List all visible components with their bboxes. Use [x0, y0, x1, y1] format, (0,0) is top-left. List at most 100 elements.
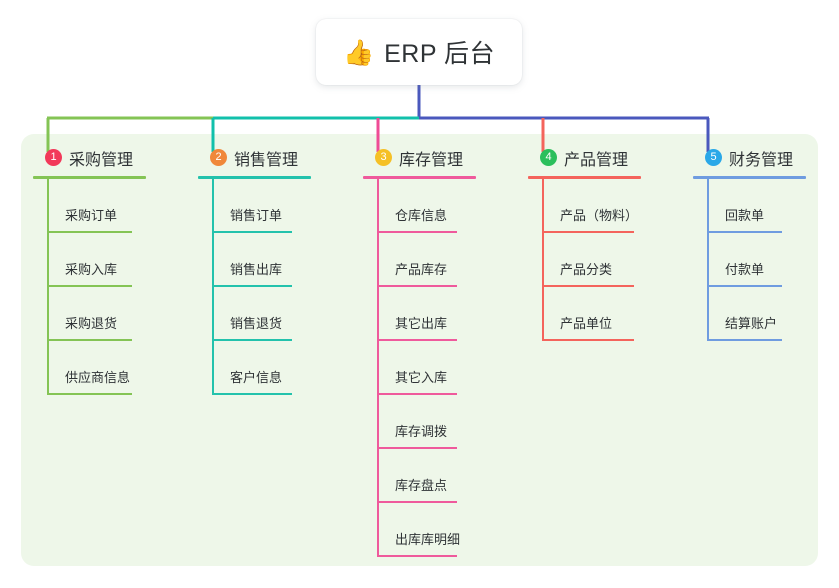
badge-number-icon: 3 [375, 149, 392, 166]
column-header-rule [363, 176, 476, 179]
badge-number-icon: 4 [540, 149, 557, 166]
menu-item-rule [212, 339, 292, 341]
menu-item-label: 其它出库 [395, 316, 448, 331]
column-inventory: 3 库存管理仓库信息产品库存其它出库其它入库库存调拨库存盘点出库库明细 [363, 145, 488, 557]
menu-item-label: 库存盘点 [395, 478, 448, 493]
menu-item-rule [542, 285, 634, 287]
menu-item-label: 回款单 [725, 208, 765, 223]
column-title: 库存管理 [399, 151, 464, 169]
menu-item[interactable]: 销售订单 [198, 179, 323, 233]
branch-spine [47, 179, 49, 395]
menu-item-label: 销售退货 [230, 316, 283, 331]
column-header-finance[interactable]: 5 财务管理 [693, 145, 818, 170]
column-items: 采购订单采购入库采购退货供应商信息 [33, 179, 163, 395]
menu-item-label: 销售出库 [230, 262, 283, 277]
thumbs-up-icon: 👍 [342, 38, 375, 67]
column-items: 回款单付款单结算账户 [693, 179, 818, 341]
branch-spine [707, 179, 709, 341]
menu-item-rule [377, 339, 457, 341]
menu-item[interactable]: 出库库明细 [363, 503, 488, 557]
menu-item-rule [377, 231, 457, 233]
menu-item-label: 结算账户 [725, 316, 778, 331]
menu-item-rule [377, 501, 457, 503]
menu-item-label: 产品库存 [395, 262, 448, 277]
menu-item-label: 产品单位 [560, 316, 613, 331]
menu-item[interactable]: 产品单位 [528, 287, 653, 341]
menu-item-label: 库存调拨 [395, 424, 448, 439]
menu-item-rule [47, 393, 132, 395]
menu-item-label: 采购订单 [65, 208, 118, 223]
badge-number-icon: 1 [45, 149, 62, 166]
branch-spine [542, 179, 544, 341]
column-header-inventory[interactable]: 3 库存管理 [363, 145, 488, 170]
menu-item[interactable]: 销售出库 [198, 233, 323, 287]
menu-item-rule [47, 231, 132, 233]
root-node-title: ERP 后台 [384, 40, 496, 68]
column-items: 产品（物料） 产品分类产品单位 [528, 179, 653, 341]
menu-item[interactable]: 采购退货 [33, 287, 163, 341]
menu-item[interactable]: 其它入库 [363, 341, 488, 395]
menu-item[interactable]: 客户信息 [198, 341, 323, 395]
column-header-rule [33, 176, 146, 179]
menu-item-rule [542, 231, 634, 233]
menu-item-label: 客户信息 [230, 370, 283, 385]
menu-item-rule [377, 285, 457, 287]
menu-item-rule [542, 339, 634, 341]
menu-item-rule [212, 393, 292, 395]
menu-item-rule [707, 339, 782, 341]
menu-item-rule [47, 285, 132, 287]
menu-item-rule [377, 555, 457, 557]
menu-item-rule [377, 393, 457, 395]
menu-item-label: 销售订单 [230, 208, 283, 223]
column-title: 销售管理 [234, 151, 299, 169]
column-title: 财务管理 [729, 151, 794, 169]
menu-item-label: 采购入库 [65, 262, 118, 277]
column-header-rule [693, 176, 806, 179]
menu-item[interactable]: 仓库信息 [363, 179, 488, 233]
badge-number-icon: 2 [210, 149, 227, 166]
menu-item-rule [707, 231, 782, 233]
menu-item[interactable]: 采购入库 [33, 233, 163, 287]
column-header-purchase[interactable]: 1 采购管理 [33, 145, 163, 170]
menu-item[interactable]: 回款单 [693, 179, 818, 233]
menu-item[interactable]: 产品分类 [528, 233, 653, 287]
menu-item-rule [707, 285, 782, 287]
column-finance: 5 财务管理回款单付款单结算账户 [693, 145, 818, 341]
menu-item-rule [377, 447, 457, 449]
column-sales: 2 销售管理销售订单销售出库销售退货客户信息 [198, 145, 323, 395]
menu-item-label: 采购退货 [65, 316, 118, 331]
diagram-panel [21, 134, 818, 566]
menu-item[interactable]: 库存调拨 [363, 395, 488, 449]
column-title: 采购管理 [69, 151, 134, 169]
badge-number-icon: 5 [705, 149, 722, 166]
menu-item[interactable]: 结算账户 [693, 287, 818, 341]
menu-item-label: 产品（物料） [560, 208, 639, 223]
column-header-rule [198, 176, 311, 179]
column-purchase: 1 采购管理采购订单采购入库采购退货供应商信息 [33, 145, 163, 395]
menu-item[interactable]: 产品（物料） [528, 179, 653, 233]
menu-item[interactable]: 供应商信息 [33, 341, 163, 395]
branch-spine [212, 179, 214, 395]
menu-item-rule [47, 339, 132, 341]
menu-item[interactable]: 产品库存 [363, 233, 488, 287]
column-header-rule [528, 176, 641, 179]
menu-item-label: 供应商信息 [65, 370, 131, 385]
column-items: 销售订单销售出库销售退货客户信息 [198, 179, 323, 395]
menu-item[interactable]: 库存盘点 [363, 449, 488, 503]
menu-item-label: 出库库明细 [395, 532, 461, 547]
menu-item[interactable]: 采购订单 [33, 179, 163, 233]
menu-item-label: 产品分类 [560, 262, 613, 277]
menu-item-label: 仓库信息 [395, 208, 448, 223]
column-items: 仓库信息产品库存其它出库其它入库库存调拨库存盘点出库库明细 [363, 179, 488, 557]
root-node-card[interactable]: 👍 ERP 后台 [316, 19, 522, 85]
column-header-sales[interactable]: 2 销售管理 [198, 145, 323, 170]
menu-item[interactable]: 付款单 [693, 233, 818, 287]
menu-item-rule [212, 285, 292, 287]
menu-item[interactable]: 销售退货 [198, 287, 323, 341]
menu-item-label: 付款单 [725, 262, 765, 277]
menu-item[interactable]: 其它出库 [363, 287, 488, 341]
menu-item-rule [212, 231, 292, 233]
